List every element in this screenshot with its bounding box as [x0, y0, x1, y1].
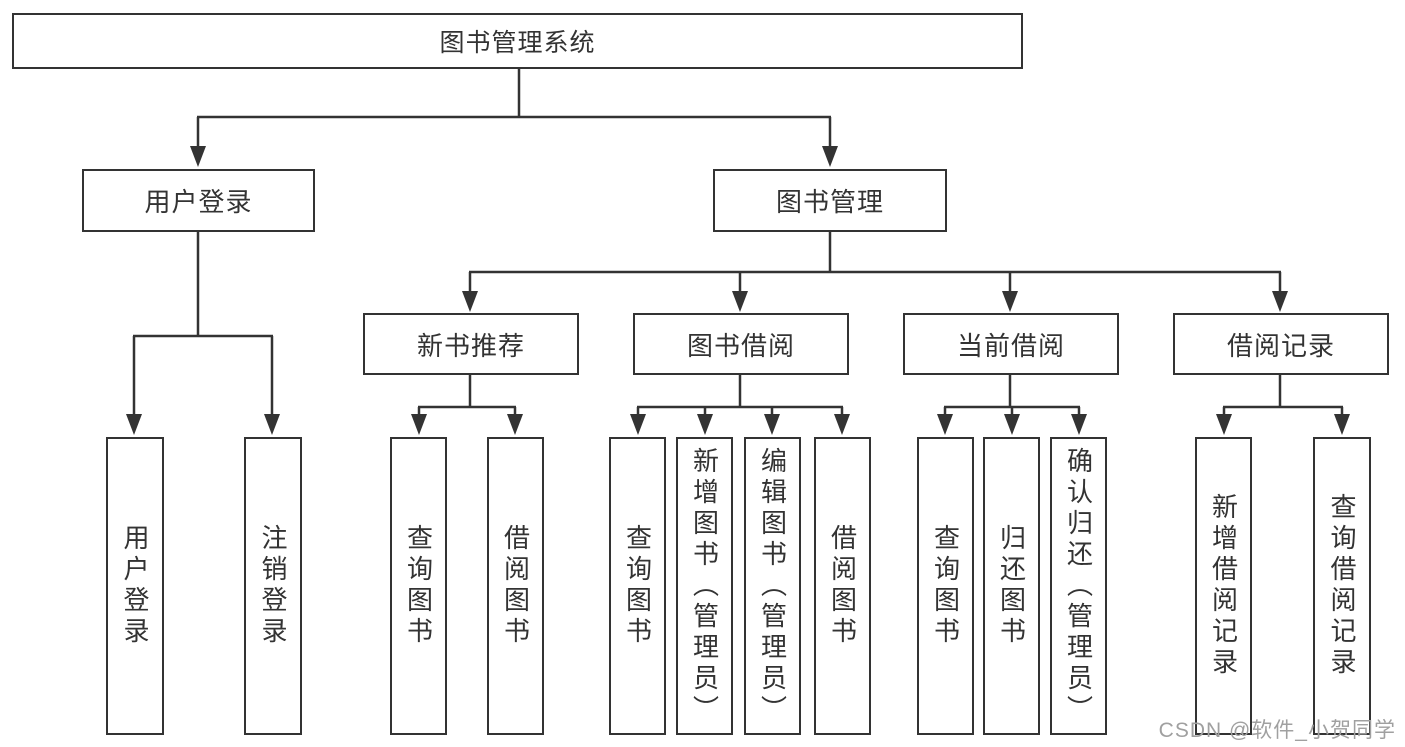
- leaf-label: 借阅图书: [827, 524, 858, 648]
- node-label: 图书管理: [775, 187, 884, 217]
- connector-borrow-to-leaves: [636, 375, 844, 417]
- leaf-borrow-book: 借阅图书: [814, 437, 871, 735]
- leaf-label: 编辑图书（管理员）: [757, 446, 788, 726]
- leaf-label: 查询图书: [403, 524, 434, 648]
- leaf-label: 查询借阅记录: [1327, 493, 1357, 679]
- leaf-label: 归还图书: [996, 524, 1027, 648]
- node-book-borrow: 图书借阅: [633, 313, 849, 375]
- leaf-label: 新增图书（管理员）: [689, 446, 720, 726]
- connector-records-to-leaves: [1222, 375, 1344, 417]
- leaf-borrow-book-recommend: 借阅图书: [487, 437, 544, 735]
- node-root-system: 图书管理系统: [12, 13, 1023, 69]
- leaf-user-login: 用户登录: [106, 437, 164, 735]
- connector-root-to-level2: [196, 69, 832, 150]
- node-label: 图书借阅: [686, 330, 795, 361]
- leaf-add-book-admin: 新增图书（管理员）: [676, 437, 733, 735]
- leaf-return-book: 归还图书: [983, 437, 1040, 735]
- node-label: 新书推荐: [416, 330, 525, 361]
- leaf-query-book-recommend: 查询图书: [390, 437, 447, 735]
- leaf-query-book-borrow: 查询图书: [609, 437, 666, 735]
- leaf-label: 查询图书: [930, 524, 961, 648]
- node-new-book-recommend: 新书推荐: [363, 313, 579, 375]
- node-label: 图书管理系统: [439, 29, 596, 57]
- node-label: 当前借阅: [956, 330, 1065, 361]
- leaf-edit-book-admin: 编辑图书（管理员）: [744, 437, 801, 735]
- node-borrow-records: 借阅记录: [1173, 313, 1389, 375]
- connector-current-to-leaves: [943, 375, 1081, 417]
- leaf-label: 新增借阅记录: [1208, 493, 1239, 679]
- leaf-add-borrow-record: 新增借阅记录: [1195, 437, 1252, 735]
- node-current-borrow: 当前借阅: [903, 313, 1119, 375]
- leaf-label: 注销登录: [258, 524, 288, 648]
- connector-userlogin-to-leaves: [132, 232, 274, 417]
- leaf-label: 用户登录: [120, 524, 150, 648]
- csdn-watermark: CSDN @软件_小贺同学: [1158, 719, 1396, 742]
- node-book-management: 图书管理: [713, 169, 947, 232]
- node-user-login: 用户登录: [82, 169, 315, 232]
- connector-newrec-to-leaves: [417, 375, 517, 417]
- node-label: 用户登录: [144, 187, 253, 217]
- leaf-label: 确认归还（管理员）: [1063, 446, 1094, 726]
- leaf-query-borrow-record: 查询借阅记录: [1313, 437, 1371, 735]
- leaf-label: 查询图书: [622, 524, 653, 648]
- leaf-confirm-return-admin: 确认归还（管理员）: [1050, 437, 1107, 735]
- leaf-query-book-current: 查询图书: [917, 437, 974, 735]
- leaf-logout: 注销登录: [244, 437, 302, 735]
- leaf-label: 借阅图书: [500, 524, 531, 648]
- connector-bookmgmt-to-level3: [468, 232, 1282, 294]
- node-label: 借阅记录: [1226, 330, 1335, 361]
